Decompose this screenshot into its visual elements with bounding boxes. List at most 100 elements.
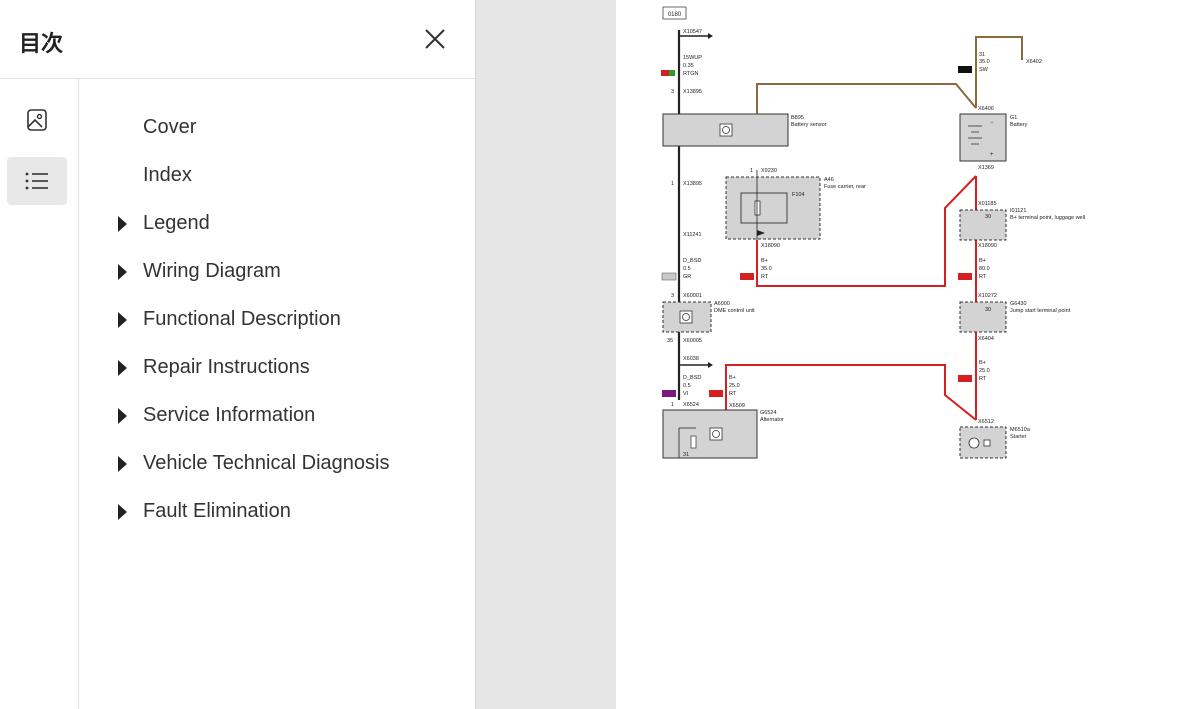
toc-item-label: Index [143,164,192,186]
diagram-label: 25.0 [979,368,990,374]
diagram-label: D_BSD [683,375,701,381]
diagram-label: X18090 [978,243,997,249]
diagram-label: 30 [985,307,991,313]
diagram-label: X6524 [683,402,699,408]
diagram-label: X6406 [978,106,994,112]
diagram-label: X6509 [729,403,745,409]
diagram-label: 31 [979,52,985,58]
diagram-label: 1 [671,181,674,187]
diagram-label: X9230 [761,168,777,174]
diagram-label: G6524 [760,410,777,416]
diagram-label: B+ [761,258,768,264]
caret-right-icon[interactable] [118,216,127,232]
diagram-label: 0.5 [683,383,691,389]
caret-right-icon[interactable] [118,360,127,376]
diagram-label: 35 [667,338,673,344]
diagram-label: G6430 [1010,301,1027,307]
toc-item-legend[interactable]: Legend [79,200,475,248]
outline-button[interactable] [7,157,67,205]
diagram-label: − [990,120,994,126]
diagram-label: G1 [1010,115,1017,121]
diagram-label: X11241 [683,232,702,238]
caret-right-icon[interactable] [118,504,127,520]
diagram-label: 3 [671,89,674,95]
close-button[interactable] [420,24,450,54]
diagram-label: RT [979,376,987,382]
diagram-label: X1369 [978,165,994,171]
diagram-label: X6512 [978,419,994,425]
wiring-diagram: 0180 X10547 15WUP 0.35 RTGN 3 X13895 B89… [661,6,1085,459]
toc-item-repair-instructions[interactable]: Repair Instructions [79,344,475,392]
diagram-label: D_BSD [683,258,701,264]
diagram-label: X18090 [761,243,780,249]
diagram-label: X60005 [683,338,702,344]
caret-right-icon[interactable] [118,456,127,472]
diagram-label: X10272 [978,293,997,299]
diagram-label: RTGN [683,71,699,77]
diagram-label: B+ [979,258,986,264]
diagram-label: + [990,152,994,158]
diagram-label: I01121 [1010,208,1026,214]
diagram-label: 80.0 [979,266,990,272]
diagram-label: Alternator [760,417,784,423]
diagram-label: B+ [979,360,986,366]
header-divider [0,78,475,79]
toc-item-index[interactable]: Index [79,152,475,200]
diagram-label: 35.0 [979,59,990,65]
toc-item-fault-elimination[interactable]: Fault Elimination [79,488,475,536]
diagram-label: F104 [792,192,805,198]
diagram-label: 31 [683,452,689,458]
diagram-label: Jump start terminal point [1010,308,1071,314]
diagram-label: Starter [1010,434,1027,440]
page-gutter [476,0,616,709]
diagram-label: RT [979,274,987,280]
toc-item-wiring-diagram[interactable]: Wiring Diagram [79,248,475,296]
toc-item-service-information[interactable]: Service Information [79,392,475,440]
diagram-label: Fuse carrier, rear [824,184,866,190]
diagram-label: A6000 [714,301,730,307]
toc-item-label: Vehicle Technical Diagnosis [143,452,390,474]
diagram-label: 0180 [668,12,682,18]
diagram-label: DME control unit [714,308,755,314]
side-rail [0,79,79,709]
diagram-label: 1 [750,168,753,174]
panel-title: 目次 [19,32,64,57]
close-icon [425,29,445,49]
toc-item-functional-description[interactable]: Functional Description [79,296,475,344]
toc-item-label: Repair Instructions [143,356,310,378]
diagram-label: X60001 [683,293,702,299]
diagram-label: X6404 [978,336,994,342]
diagram-label: X13895 [683,89,702,95]
diagram-label: 30 [985,214,991,220]
diagram-label: Battery [1010,122,1028,128]
diagram-label: 3 [671,293,674,299]
caret-right-icon[interactable] [118,312,127,328]
diagram-label: 15WUP [683,55,702,61]
diagram-label: B895 [791,115,804,121]
diagram-label: RT [761,274,769,280]
diagram-label: 35.0 [761,266,772,272]
toc-item-label: Cover [143,116,197,138]
toc-item-vehicle-technical-diagnosis[interactable]: Vehicle Technical Diagnosis [79,440,475,488]
diagram-label: 0.5 [683,266,691,272]
diagram-label: SW [979,67,989,73]
thumbnails-button[interactable] [7,96,67,144]
caret-right-icon[interactable] [118,264,127,280]
toc-item-label: Wiring Diagram [143,260,281,282]
diagram-label: B+ [729,375,736,381]
diagram-label: X01185 [978,201,997,207]
toc-item-cover[interactable]: Cover [79,104,475,152]
diagram-label: 0.35 [683,63,694,69]
diagram-label: M6510a [1010,427,1031,433]
document-page: 0180 X10547 15WUP 0.35 RTGN 3 X13895 B89… [616,0,1192,709]
toc-item-label: Legend [143,212,210,234]
list-icon [25,172,48,190]
diagram-label: B+ terminal point, luggage well [1010,215,1085,221]
diagram-label: A46 [824,177,834,183]
diagram-label: VI [683,391,689,397]
caret-right-icon[interactable] [118,408,127,424]
diagram-label: X10547 [683,29,702,35]
diagram-label: 1 [671,402,674,408]
